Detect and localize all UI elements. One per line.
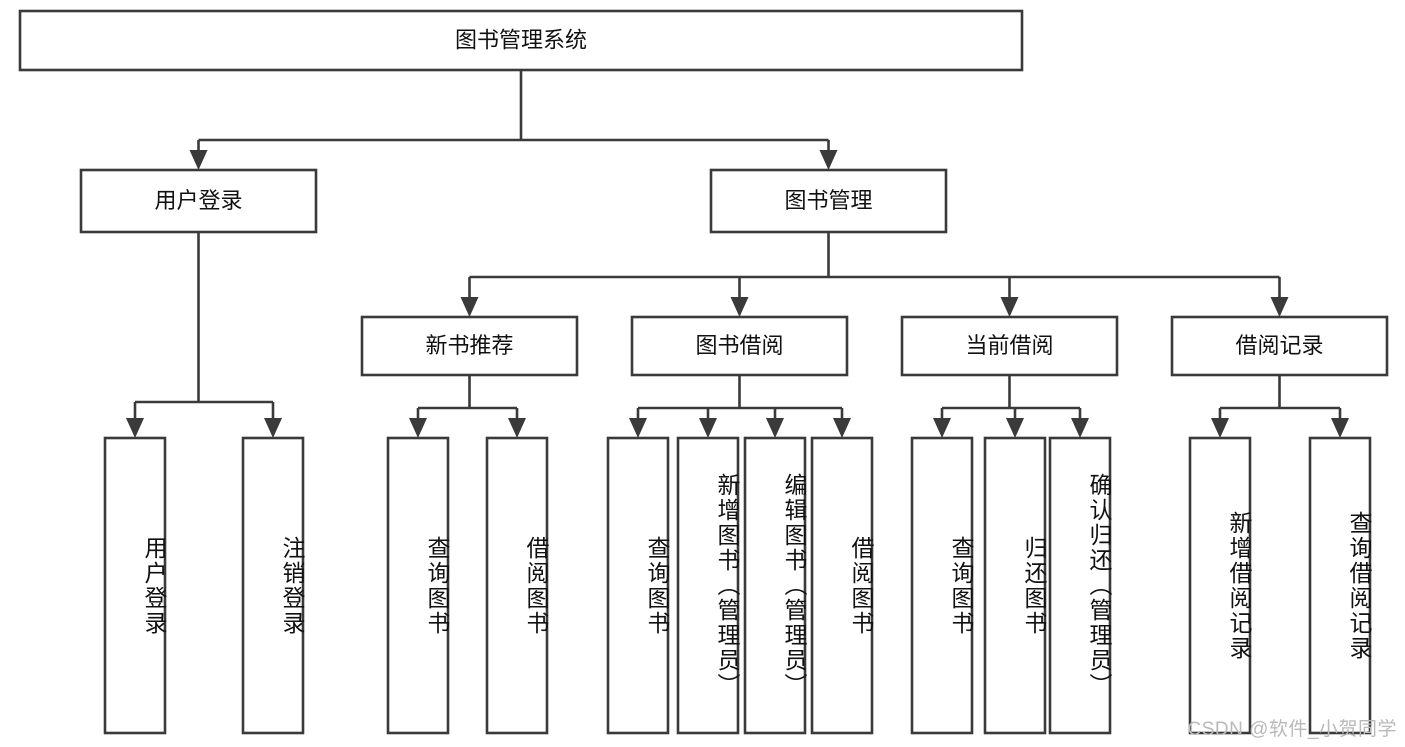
node-box[interactable]	[1188, 436, 1252, 735]
node-box[interactable]	[1048, 436, 1112, 735]
csdn-watermark: CSDN @软件_小贺同学	[1187, 719, 1397, 740]
node-book-borrow[interactable]	[630, 315, 849, 377]
node-label-user-login: 用户登录	[154, 188, 242, 213]
node-borrow-record[interactable]	[1170, 315, 1389, 377]
node-current-borrow[interactable]	[900, 315, 1119, 377]
node-leaf-borrow-book-rec[interactable]	[485, 436, 549, 735]
nodes-layer	[18, 9, 1389, 735]
node-box[interactable]	[810, 436, 874, 735]
node-label-current-borrow: 当前借阅	[965, 333, 1053, 358]
node-label-borrow-record: 借阅记录	[1235, 333, 1323, 358]
arrow-head	[819, 150, 838, 170]
node-box[interactable]	[606, 436, 670, 735]
node-box[interactable]	[360, 315, 579, 377]
node-leaf-query-book-cur[interactable]	[910, 436, 974, 735]
node-leaf-edit-book-admin[interactable]	[743, 436, 807, 735]
arrow-head	[460, 297, 479, 317]
node-box[interactable]	[910, 436, 974, 735]
edges-layer	[126, 70, 1349, 438]
node-box[interactable]	[18, 9, 1024, 72]
node-leaf-user-login[interactable]	[103, 436, 167, 735]
node-new-book-recommend[interactable]	[360, 315, 579, 377]
arrow-head	[189, 150, 208, 170]
arrow-head	[933, 418, 951, 438]
node-label-new-book-recommend: 新书推荐	[425, 333, 513, 358]
arrow-head	[766, 418, 784, 438]
node-box[interactable]	[983, 436, 1047, 735]
node-box[interactable]	[709, 168, 948, 234]
arrow-head	[629, 418, 647, 438]
node-label-book-manage: 图书管理	[784, 188, 872, 213]
arrow-head	[699, 418, 717, 438]
arrow-head	[730, 297, 749, 317]
arrow-head	[508, 418, 526, 438]
node-user-login[interactable]	[79, 168, 318, 234]
arrow-head	[1071, 418, 1089, 438]
node-label-root: 图书管理系统	[455, 27, 587, 52]
node-box[interactable]	[241, 436, 305, 735]
node-box[interactable]	[900, 315, 1119, 377]
node-leaf-add-book-admin[interactable]	[676, 436, 740, 735]
node-box[interactable]	[386, 436, 450, 735]
node-book-manage[interactable]	[709, 168, 948, 234]
node-box[interactable]	[630, 315, 849, 377]
node-leaf-query-book-borrow[interactable]	[606, 436, 670, 735]
node-leaf-user-logout[interactable]	[241, 436, 305, 735]
node-box[interactable]	[1170, 315, 1389, 377]
node-box[interactable]	[1308, 436, 1372, 735]
arrow-head	[1000, 297, 1019, 317]
node-box[interactable]	[103, 436, 167, 735]
node-root[interactable]	[18, 9, 1024, 72]
node-leaf-query-book-rec[interactable]	[386, 436, 450, 735]
arrow-head	[1270, 297, 1289, 317]
node-leaf-query-borrow-record[interactable]	[1308, 436, 1372, 735]
arrow-head	[1331, 418, 1349, 438]
arrow-head	[264, 418, 282, 438]
arrow-head	[409, 418, 427, 438]
node-leaf-add-borrow-record[interactable]	[1188, 436, 1252, 735]
arrow-head	[1006, 418, 1024, 438]
node-leaf-confirm-return-admin[interactable]	[1048, 436, 1112, 735]
node-label-book-borrow: 图书借阅	[695, 333, 783, 358]
node-box[interactable]	[743, 436, 807, 735]
node-box[interactable]	[676, 436, 740, 735]
node-box[interactable]	[485, 436, 549, 735]
arrow-head	[126, 418, 144, 438]
node-leaf-return-book[interactable]	[983, 436, 1047, 735]
arrow-head	[833, 418, 851, 438]
arrow-head	[1211, 418, 1229, 438]
node-box[interactable]	[79, 168, 318, 234]
node-leaf-borrow-book[interactable]	[810, 436, 874, 735]
